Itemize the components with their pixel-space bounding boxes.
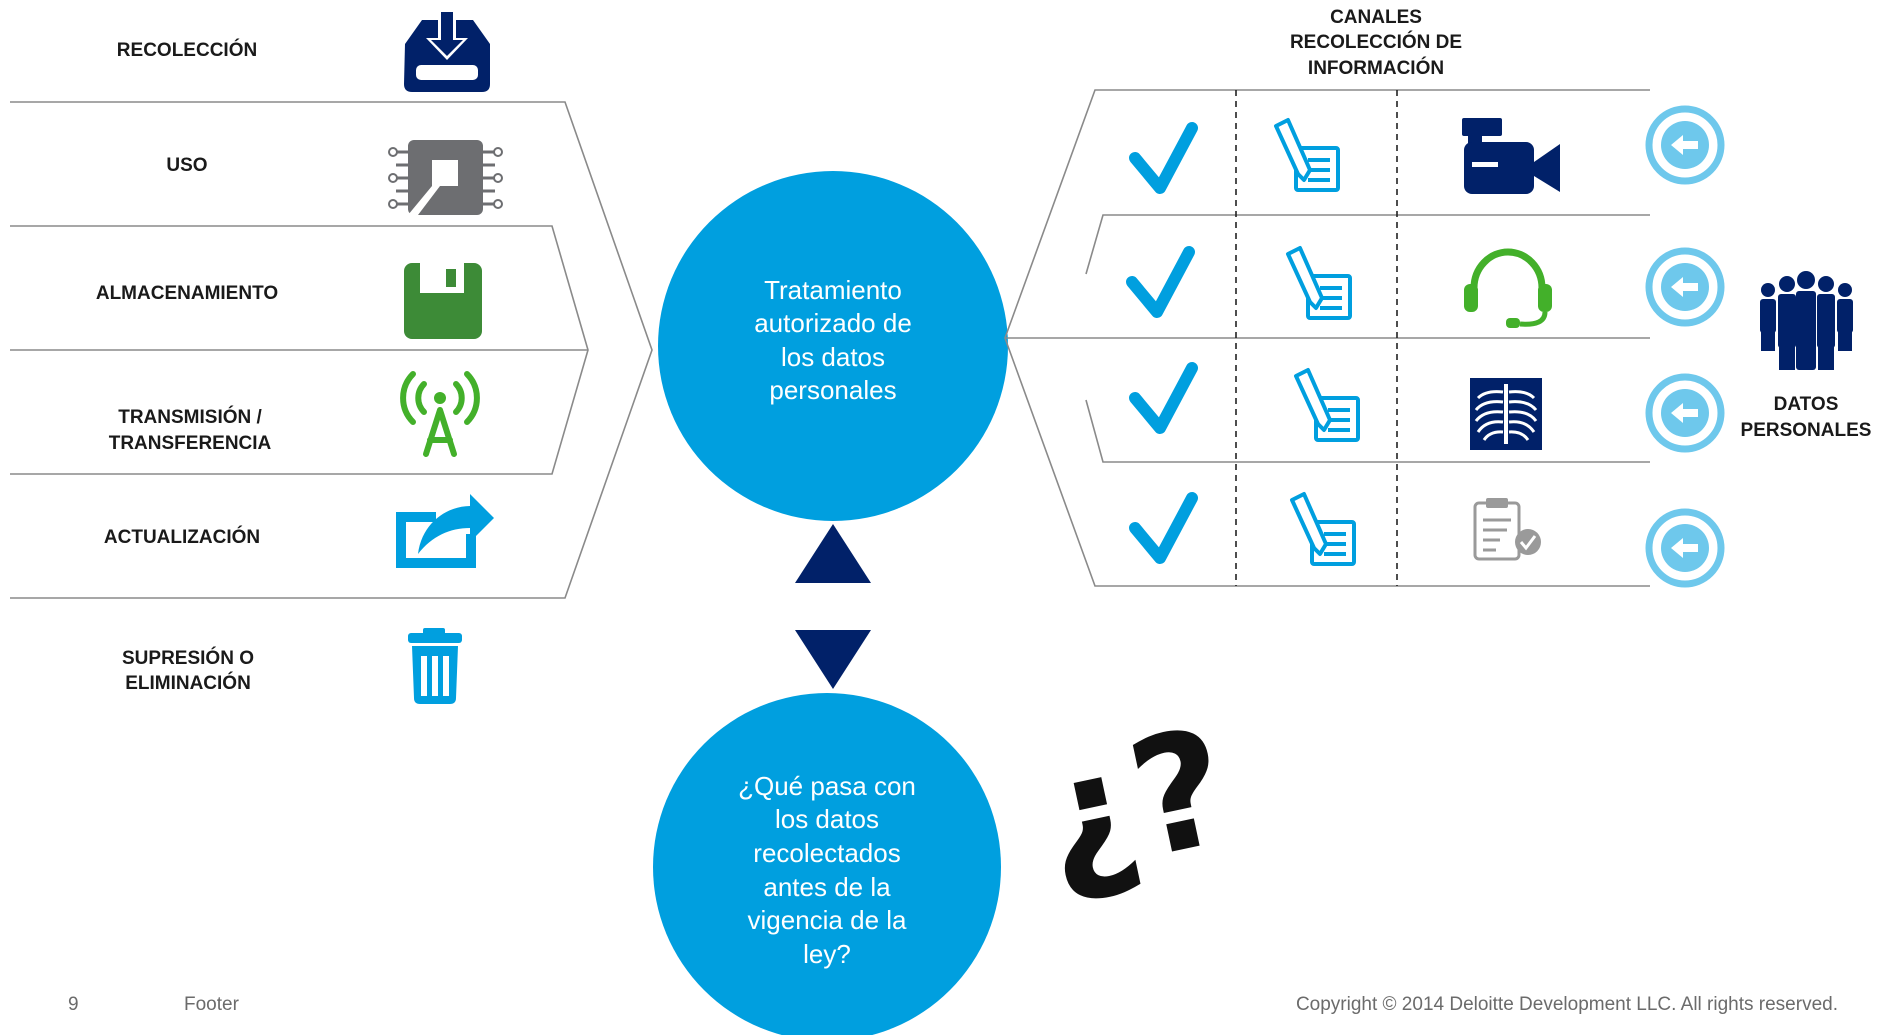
label-transmision-line1: TRANSMISIÓN /: [118, 406, 262, 428]
center-section: Tratamiento autorizado de los datos pers…: [653, 171, 1247, 1035]
label-supresion-line2: ELIMINACIÓN: [125, 672, 251, 694]
circle-arrow-icon[interactable]: [1645, 247, 1725, 327]
question-text-line5: vigencia de la: [748, 905, 908, 935]
share-arrow-icon: [396, 494, 494, 568]
floppy-disk-icon: [404, 263, 482, 339]
footer: 9 Footer Copyright © 2014 Deloitte Devel…: [68, 994, 1838, 1015]
treatment-text-line4: personales: [769, 375, 896, 405]
question-text-line2: los datos: [775, 804, 879, 834]
headset-icon: [1464, 248, 1552, 328]
check-icon: [1129, 362, 1198, 434]
label-transmision-line2: TRANSFERENCIA: [109, 433, 272, 454]
label-actualizacion: ACTUALIZACIÓN: [104, 526, 260, 548]
circle-arrow-icon[interactable]: [1645, 373, 1725, 453]
treatment-circle: [658, 171, 1008, 521]
channels-header-line1: CANALES: [1330, 7, 1422, 28]
label-uso: USO: [166, 155, 207, 176]
pen-document-icon: [1294, 368, 1360, 442]
question-text-line4: antes de la: [763, 872, 891, 902]
datos-personales-line1: DATOS: [1774, 394, 1839, 415]
people-group-icon: [1760, 271, 1853, 370]
xray-icon: [1470, 378, 1542, 450]
treatment-text-line1: Tratamiento: [764, 275, 902, 305]
question-text-line3: recolectados: [753, 838, 900, 868]
question-text-line1: ¿Qué pasa con: [738, 771, 916, 801]
footer-text: Footer: [184, 994, 240, 1015]
check-icon: [1129, 492, 1198, 564]
treatment-text-line2: autorizado de: [754, 308, 912, 338]
question-circle: [653, 693, 1001, 1035]
pen-document-icon: [1290, 492, 1356, 566]
question-mark-graphic: ¿?: [1024, 692, 1244, 914]
right-panel: CANALES RECOLECCIÓN DE INFORMACIÓN: [1004, 7, 1872, 588]
clipboard-check-icon: [1473, 498, 1541, 561]
left-panel: RECOLECCIÓN USO ALMACENAMIENTO TRANSMISI…: [10, 12, 653, 704]
left-chevron-lines: [10, 101, 653, 599]
inbox-download-icon: [404, 12, 490, 92]
datos-personales-line2: PERSONALES: [1741, 420, 1872, 441]
check-icon: [1126, 246, 1195, 318]
label-recoleccion: RECOLECCIÓN: [117, 39, 257, 61]
check-icons: [1126, 122, 1198, 564]
column-dividers: [1235, 90, 1398, 586]
down-triangle-icon: [795, 630, 871, 689]
treatment-text-line3: los datos: [781, 342, 885, 372]
right-chevron-lines: [1004, 89, 1650, 587]
channels-header-line2: RECOLECCIÓN DE: [1290, 31, 1462, 53]
label-almacenamiento: ALMACENAMIENTO: [96, 283, 278, 304]
chip-icon: [388, 140, 503, 215]
channels-header-line3: INFORMACIÓN: [1308, 57, 1444, 79]
label-supresion-line1: SUPRESIÓN O: [122, 647, 254, 669]
pen-document-icon: [1286, 246, 1352, 320]
trash-icon: [408, 628, 462, 704]
antenna-icon: [400, 371, 480, 457]
copyright-text: Copyright © 2014 Deloitte Development LL…: [1296, 994, 1838, 1015]
pen-document-icon: [1274, 118, 1340, 192]
page-number: 9: [68, 994, 79, 1015]
video-camera-icon: [1462, 118, 1560, 194]
up-triangle-icon: [795, 524, 871, 583]
circle-arrow-icon[interactable]: [1645, 508, 1725, 588]
check-icon: [1129, 122, 1198, 194]
question-text-line6: ley?: [803, 939, 851, 969]
circle-arrow-icon[interactable]: [1645, 105, 1725, 185]
